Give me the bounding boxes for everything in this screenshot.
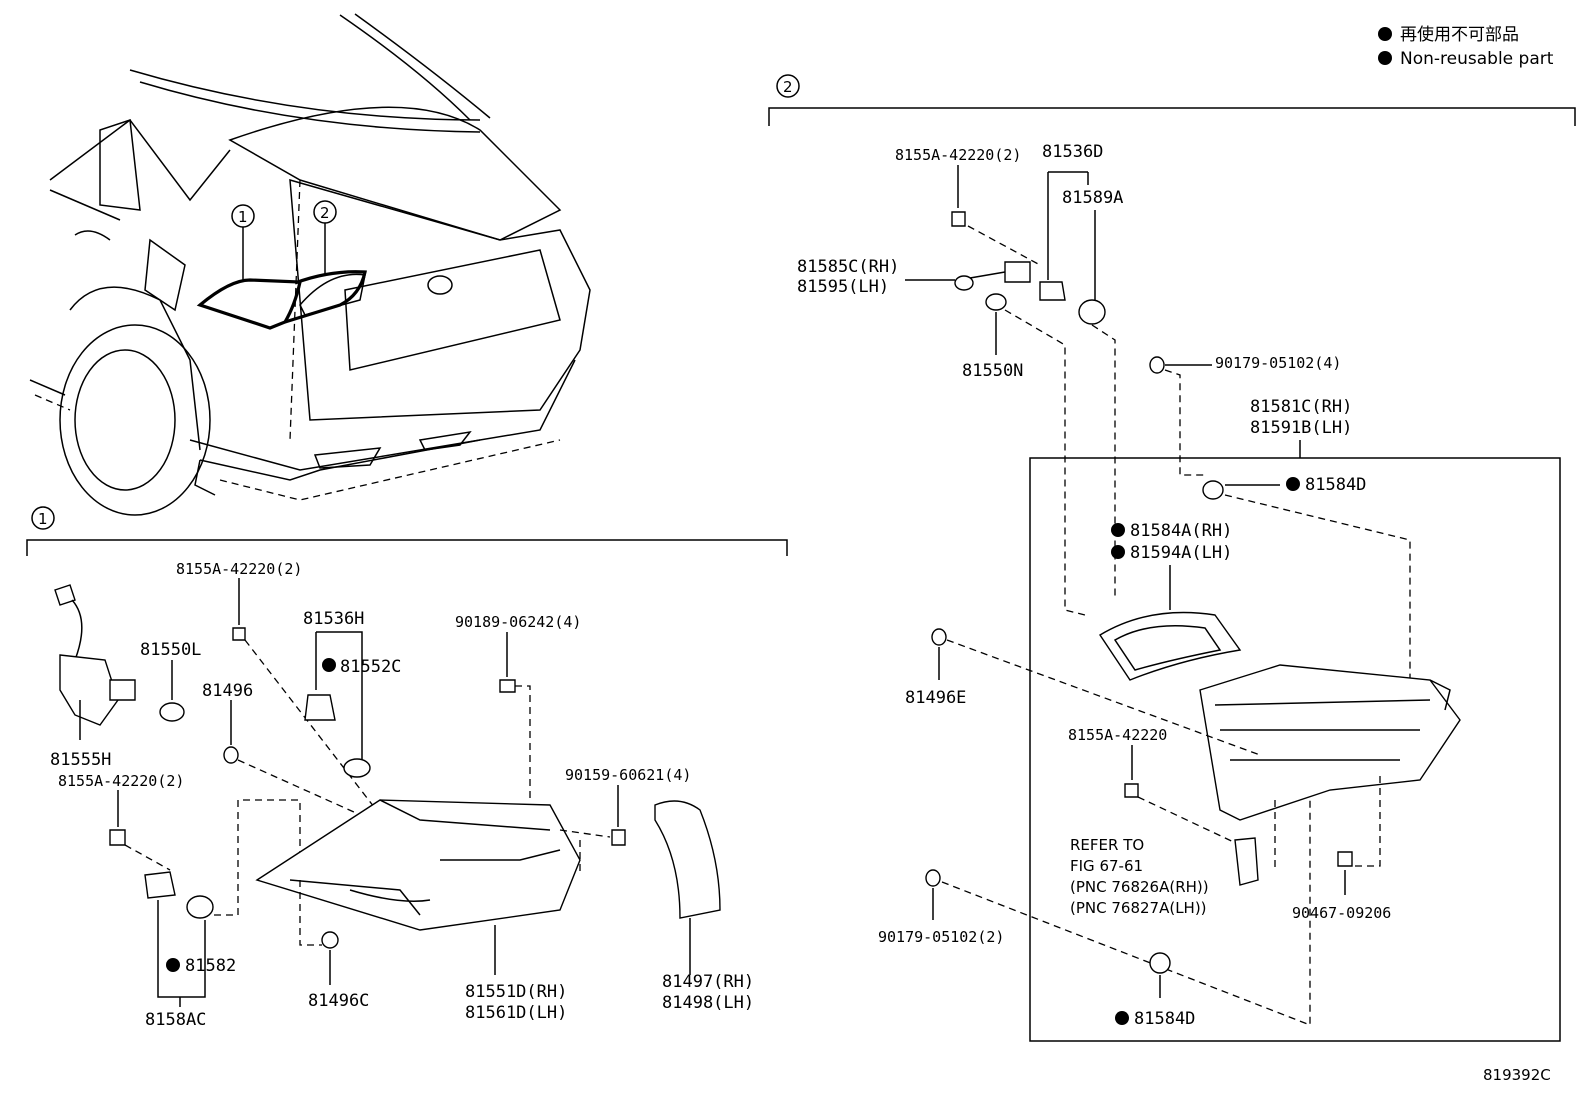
section-2-label: 2 (783, 78, 793, 96)
part-81498-lh: 81498(LH) (662, 993, 754, 1013)
part-81496: 81496 (202, 681, 253, 701)
non-reusable-dot-icon (1378, 27, 1392, 41)
lamp-assembly-box (1029, 457, 1561, 1042)
gasket-81584A (1099, 611, 1242, 681)
refer-line-4: (PNC 76827A(LH)) (1070, 899, 1207, 917)
figure-number: 819392C (1483, 1066, 1551, 1084)
part-81497-rh: 81497(RH) (662, 972, 754, 992)
part-8155A-42220-bottom: 8155A-42220(2) (58, 772, 184, 790)
refer-line-3: (PNC 76826A(RH)) (1070, 878, 1209, 896)
non-reusable-dot-icon (1378, 51, 1392, 65)
legend: 再使用不可部品 Non-reusable part (1378, 24, 1554, 69)
part-90179-05102-bottom: 90179-05102(2) (878, 928, 1004, 946)
part-81585C-rh: 81585C(RH) (797, 257, 899, 277)
svg-text:2: 2 (320, 204, 330, 222)
part-81591B-lh: 81591B(LH) (1250, 418, 1352, 438)
legend-jp: 再使用不可部品 (1400, 24, 1519, 45)
part-81581C-rh: 81581C(RH) (1250, 397, 1352, 417)
part-81594A-lh: 81594A(LH) (1130, 543, 1232, 563)
part-90467-09206: 90467-09206 (1292, 904, 1391, 922)
part-81584D-bottom: 81584D (1134, 1009, 1195, 1029)
section-2-icon (776, 74, 800, 98)
part-81551D-rh: 81551D(RH) (465, 982, 567, 1002)
refer-line-1: REFER TO (1070, 836, 1144, 854)
section-2-bracket (768, 107, 1576, 126)
refer-line-2: FIG 67-61 (1070, 857, 1143, 875)
part-81550N: 81550N (962, 361, 1023, 381)
legend-en: Non-reusable part (1400, 49, 1554, 69)
part-81582: 81582 (185, 956, 236, 976)
part-81584D-top: 81584D (1305, 475, 1366, 495)
part-81561D-lh: 81561D(LH) (465, 1003, 567, 1023)
section-1-label: 1 (38, 510, 48, 528)
part-81496E: 81496E (905, 688, 966, 708)
section-1-bracket (26, 539, 788, 556)
part-81550L: 81550L (140, 640, 201, 660)
lamp-housing-81581C (1199, 664, 1461, 821)
part-81496C: 81496C (308, 991, 369, 1011)
part-81536D: 81536D (1042, 142, 1103, 162)
part-81589A: 81589A (1062, 188, 1123, 208)
part-81536H: 81536H (303, 609, 364, 629)
vehicle-rear-illustration: 1 2 (29, 13, 591, 516)
part-81555H: 81555H (50, 750, 111, 770)
part-81552C: 81552C (340, 657, 401, 677)
section-2: 2 8155A-42220(2) 81536D 81589A 81585C(RH… (768, 74, 1576, 1042)
part-90159-60621: 90159-60621(4) (565, 766, 691, 784)
part-8158AC: 8158AC (145, 1010, 206, 1030)
part-81595-lh: 81595(LH) (797, 277, 889, 297)
part-81584A-rh: 81584A(RH) (1130, 521, 1232, 541)
part-90179-05102-top: 90179-05102(4) (1215, 354, 1341, 372)
part-8155A-42220-top-s2: 8155A-42220(2) (895, 146, 1021, 164)
part-90189-06242: 90189-06242(4) (455, 613, 581, 631)
section-1-icon (31, 506, 55, 530)
section-1: 1 81555H 81550L 8155A-42220(2) 81536H 81… (26, 506, 788, 1030)
part-8155A-42220-mid: 8155A-42220 (1068, 726, 1167, 744)
part-8155A-42220-top: 8155A-42220(2) (176, 560, 302, 578)
svg-text:1: 1 (238, 208, 248, 226)
garnish-81497 (654, 800, 721, 919)
